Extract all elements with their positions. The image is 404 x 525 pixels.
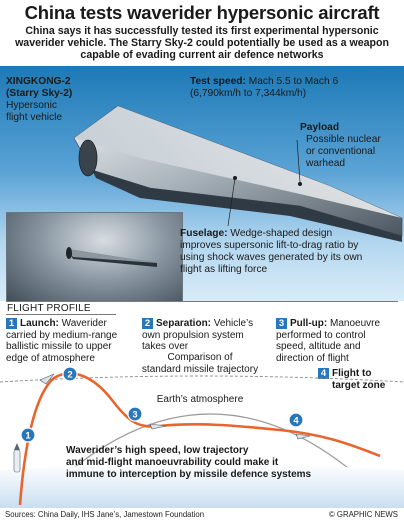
svg-text:3: 3 [132, 410, 137, 421]
waverider-illustration [73, 105, 403, 242]
fuselage-line4: flight as lifting force [180, 264, 268, 275]
step-text: performed to control [276, 329, 366, 341]
vehicle-type-line2: flight vehicle [6, 112, 63, 123]
svg-text:1: 1 [25, 431, 31, 442]
credit-line: © GRAPHIC NEWS [329, 510, 398, 519]
fuselage-callout-line [227, 177, 236, 227]
waverider-top-surface [74, 106, 402, 218]
hero-illustration: XINGKONG-2 (Starry Sky-2) Hypersonic fli… [0, 66, 404, 301]
vehicle-name: XINGKONG-2 [6, 76, 71, 87]
note-line2: and mid-flight manoeuvrability could mak… [66, 457, 279, 468]
svg-text:2: 2 [67, 370, 72, 381]
payload-callout-dot [298, 182, 302, 186]
marker-3: 3 [127, 406, 143, 422]
section-divider [6, 301, 398, 302]
step-text: speed, altitude and [276, 341, 361, 353]
note-line1: Waverider’s high speed, low trajectory [66, 445, 249, 456]
marker-1: 1 [20, 427, 36, 443]
waverider-trajectory [18, 372, 381, 506]
step-text: target zone [332, 379, 386, 391]
comparison-label-line2: standard missile trajectory [142, 364, 258, 375]
flight-profile-title: FLIGHT PROFILE [7, 303, 91, 314]
trajectory-diagram: 1 2 3 4 Comparison of standard missile t… [0, 352, 404, 508]
fuselage-line2: improves supersonic lift-to-drag ratio b… [180, 240, 359, 251]
vehicle-photo-inset [6, 212, 183, 301]
svg-text:4: 4 [293, 416, 299, 427]
page-title: China tests waverider hypersonic aircraf… [24, 2, 380, 23]
atmosphere-label: Earth’s atmosphere [157, 394, 244, 405]
waverider-underside [92, 170, 402, 242]
fuselage-line1: Fuselage: Wedge-shaped design [180, 228, 332, 240]
step-text: Manoeuvre [330, 318, 381, 329]
fuselage-label: Fuselage: [180, 228, 228, 239]
step-label: Flight to [332, 368, 372, 379]
step-text: carried by medium-range [6, 329, 118, 341]
vehicle-type-line1: Hypersonic [6, 100, 57, 111]
step-badge: 2 [142, 318, 153, 329]
step-label: Separation: [156, 318, 212, 329]
flight-profile-underline [6, 314, 116, 315]
comparison-label-line1: Comparison of [167, 352, 232, 363]
test-speed: Test speed: Mach 5.5 to Mach 6 [190, 76, 338, 88]
marker-4: 4 [288, 412, 304, 428]
step-text: takes over [142, 341, 189, 353]
step-text: direction of flight [276, 352, 349, 364]
test-speed-value: Mach 5.5 to Mach 6 [248, 76, 339, 87]
sources-line: Sources: China Daily, IHS Jane’s, Jamest… [5, 510, 205, 519]
engine-nozzle [78, 139, 98, 177]
waverider-icon-separation [39, 373, 55, 385]
atmosphere-boundary [0, 375, 404, 383]
payload-callout-line [296, 139, 301, 183]
payload-line3: warhead [306, 158, 346, 169]
payload-line2: or conventional [306, 146, 376, 157]
fuselage-line3: using shock waves generated by its own [180, 252, 363, 263]
fuselage-text1: Wedge-shaped design [230, 228, 333, 239]
page-subtitle: China says it has successfully tested it… [15, 25, 389, 62]
payload-line1: Possible nuclear [306, 134, 381, 145]
step-text: own propulsion system [142, 329, 244, 341]
test-speed-detail: (6,790km/h to 7,344km/h) [190, 88, 307, 99]
step-text: edge of atmosphere [6, 352, 95, 364]
step-label: Pull-up: [290, 318, 328, 329]
marker-2: 2 [62, 366, 78, 382]
step-badge: 1 [6, 318, 17, 329]
missile-icon [13, 443, 21, 473]
payload-label: Payload [300, 122, 340, 133]
step-badge: 3 [276, 318, 287, 329]
test-speed-label: Test speed: [190, 76, 246, 87]
waverider-icon-cruise [149, 423, 167, 430]
standard-trajectory-arc [29, 413, 393, 508]
fuselage-callout-dot [233, 176, 237, 180]
step-text: ballistic missile to upper [6, 341, 112, 353]
waverider-icon-target [295, 433, 311, 440]
step-text: Waverider [61, 318, 107, 329]
note-line3: immune to interception by missile defenc… [66, 469, 312, 480]
step-badge: 4 [318, 368, 329, 379]
step-text: Vehicle’s [213, 318, 254, 329]
step-label: Launch: [20, 318, 59, 329]
inset-waverider-icon [66, 247, 157, 267]
vehicle-alias: (Starry Sky-2) [6, 88, 73, 99]
earth-surface [0, 464, 404, 508]
